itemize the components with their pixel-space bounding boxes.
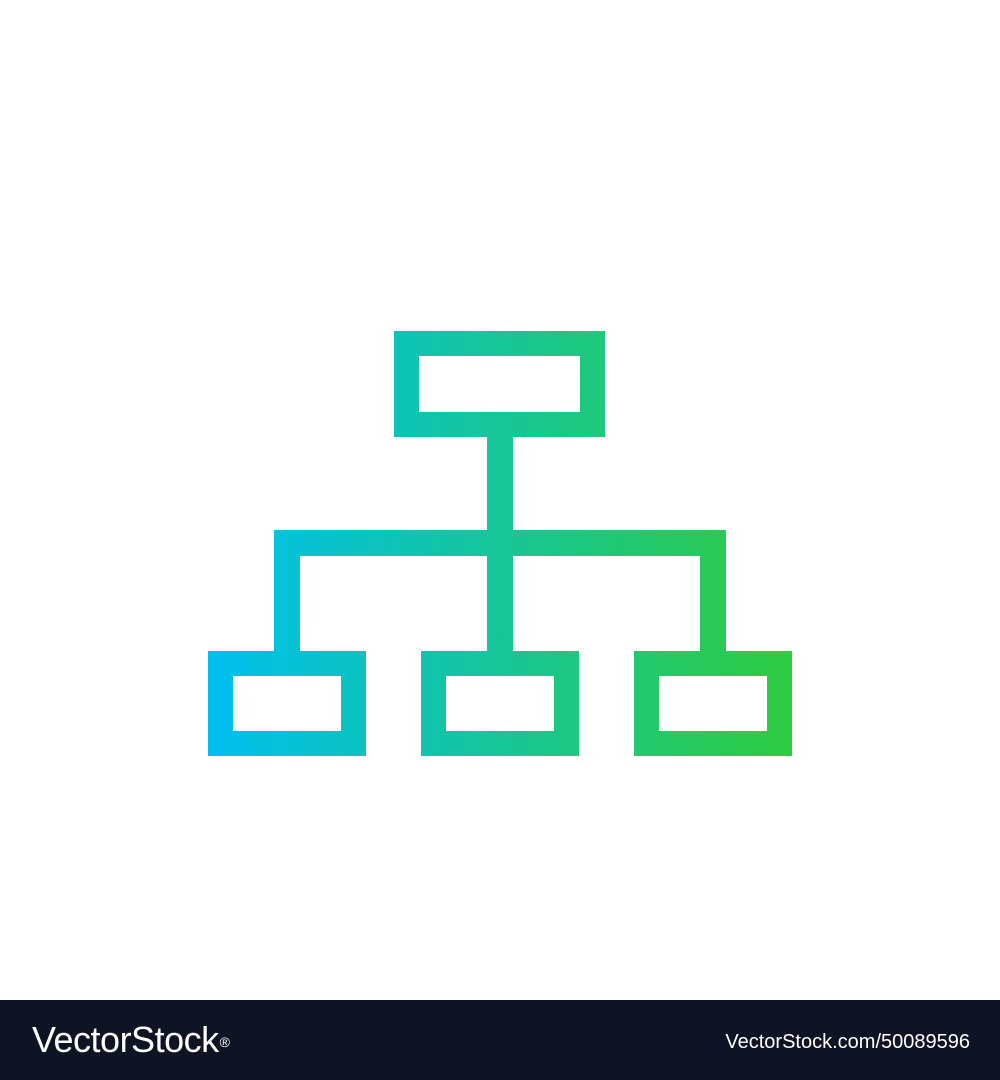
image-id-label: VectorStock.com/50089596 xyxy=(725,1031,970,1053)
hierarchy-icon xyxy=(208,331,792,756)
root-connector xyxy=(487,437,513,532)
registered-mark: ® xyxy=(219,1034,230,1050)
left-drop xyxy=(274,530,300,652)
right-drop xyxy=(700,530,726,652)
child-node-box-left xyxy=(208,651,366,756)
vectorstock-logo: VectorStock® xyxy=(32,1019,230,1060)
middle-drop xyxy=(487,530,513,652)
brand-name: VectorStock xyxy=(32,1019,219,1060)
top-node-box xyxy=(394,331,605,437)
child-node-box-middle xyxy=(421,651,579,756)
watermark-footer: VectorStock® VectorStock.com/50089596 xyxy=(0,1000,1000,1080)
child-node-box-right xyxy=(634,651,792,756)
